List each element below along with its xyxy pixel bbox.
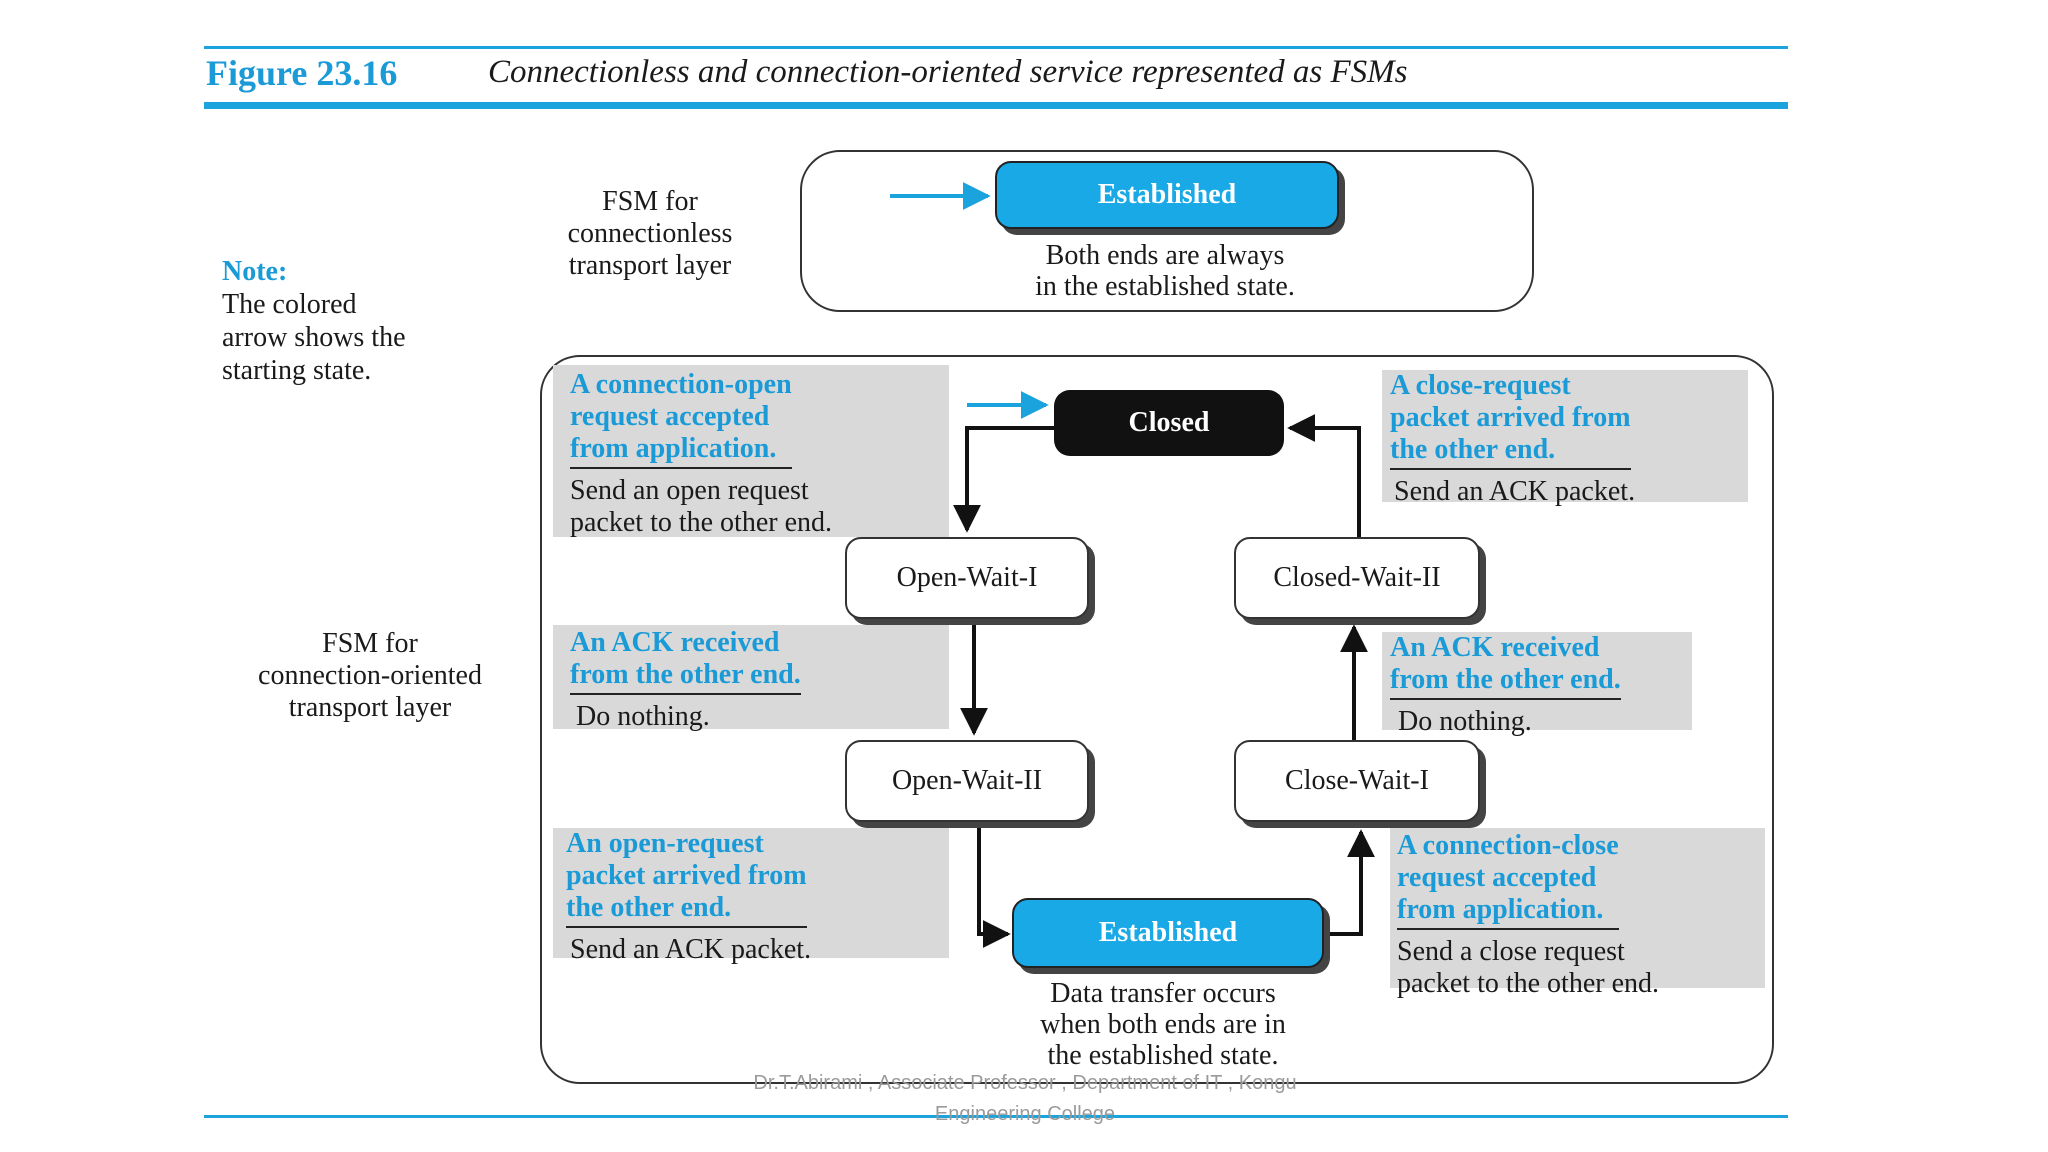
note-title: Note: [222,256,288,287]
footer-credit: Dr.T.Abirami , Associate Professor , Dep… [753,1072,1297,1125]
transition-ack-close-event: An ACK received from the other end. [1390,632,1621,700]
transition-ack-close-action: Do nothing. [1398,706,1532,737]
established-caption: Data transfer occurs when both ends are … [1040,978,1286,1071]
transition-close-request-action: Send a close request packet to the other… [1397,936,1660,999]
figure-number: Figure 23.16 [206,53,398,93]
state-closed-label: Closed [1128,407,1210,438]
top-rule-thick [204,102,1788,109]
connectionless-caption: Both ends are always in the established … [1035,240,1295,302]
transition-ack-open-action: Do nothing. [576,701,710,732]
transition-close-request-arrived-event: A close-request packet arrived from the … [1390,370,1631,470]
arrow-closed-wait-2-to-closed [1287,414,1361,537]
transition-open-request-action: Send an open request packet to the other… [570,475,833,538]
state-established-label: Established [1098,917,1238,948]
transition-close-request-arrived-action: Send an ACK packet. [1394,476,1636,507]
transition-ack-close: An ACK received from the other end. Do n… [1382,632,1692,737]
state-open-wait-1: Open-Wait-I [845,537,1089,619]
state-close-wait-1: Close-Wait-I [1234,740,1480,822]
transition-close-request: A connection-close request accepted from… [1390,828,1765,999]
transition-open-request: A connection-open request accepted from … [553,365,949,538]
arrow-open-wait-2-to-established [977,822,1011,948]
arrow-closed-to-open-wait-1 [953,426,1055,533]
connectionless-established-label: Established [1097,179,1237,210]
transition-open-request-arrived-action: Send an ACK packet. [570,934,812,965]
transition-open-request-event: A connection-open request accepted from … [570,369,792,469]
transition-close-request-arrived: A close-request packet arrived from the … [1382,370,1748,507]
state-close-wait-1-label: Close-Wait-I [1285,765,1429,796]
state-open-wait-1-label: Open-Wait-I [896,562,1038,593]
transition-ack-open: An ACK received from the other end. Do n… [553,625,949,732]
connectionless-label: FSM for connectionless transport layer [567,186,733,281]
connectionless-established-state: Established [995,161,1339,229]
transition-ack-open-event: An ACK received from the other end. [570,627,801,695]
figure-title: Connectionless and connection-oriented s… [488,54,1408,90]
state-closed-wait-2: Closed-Wait-II [1234,537,1480,619]
transition-open-request-arrived-event: An open-request packet arrived from the … [566,828,807,928]
transition-close-request-event: A connection-close request accepted from… [1397,830,1619,930]
connection-oriented-label: FSM for connection-oriented transport la… [258,628,482,723]
state-open-wait-2-label: Open-Wait-II [891,765,1043,796]
bottom-rule [204,1115,1788,1118]
top-rule-thin [204,46,1788,49]
state-closed-wait-2-label: Closed-Wait-II [1273,562,1441,593]
state-closed: Closed [1054,390,1284,456]
arrow-established-to-close-wait-1 [1325,829,1375,936]
state-established: Established [1012,898,1324,968]
state-open-wait-2: Open-Wait-II [845,740,1089,822]
note-text: The colored arrow shows the starting sta… [222,289,406,386]
transition-open-request-arrived: An open-request packet arrived from the … [553,828,949,965]
